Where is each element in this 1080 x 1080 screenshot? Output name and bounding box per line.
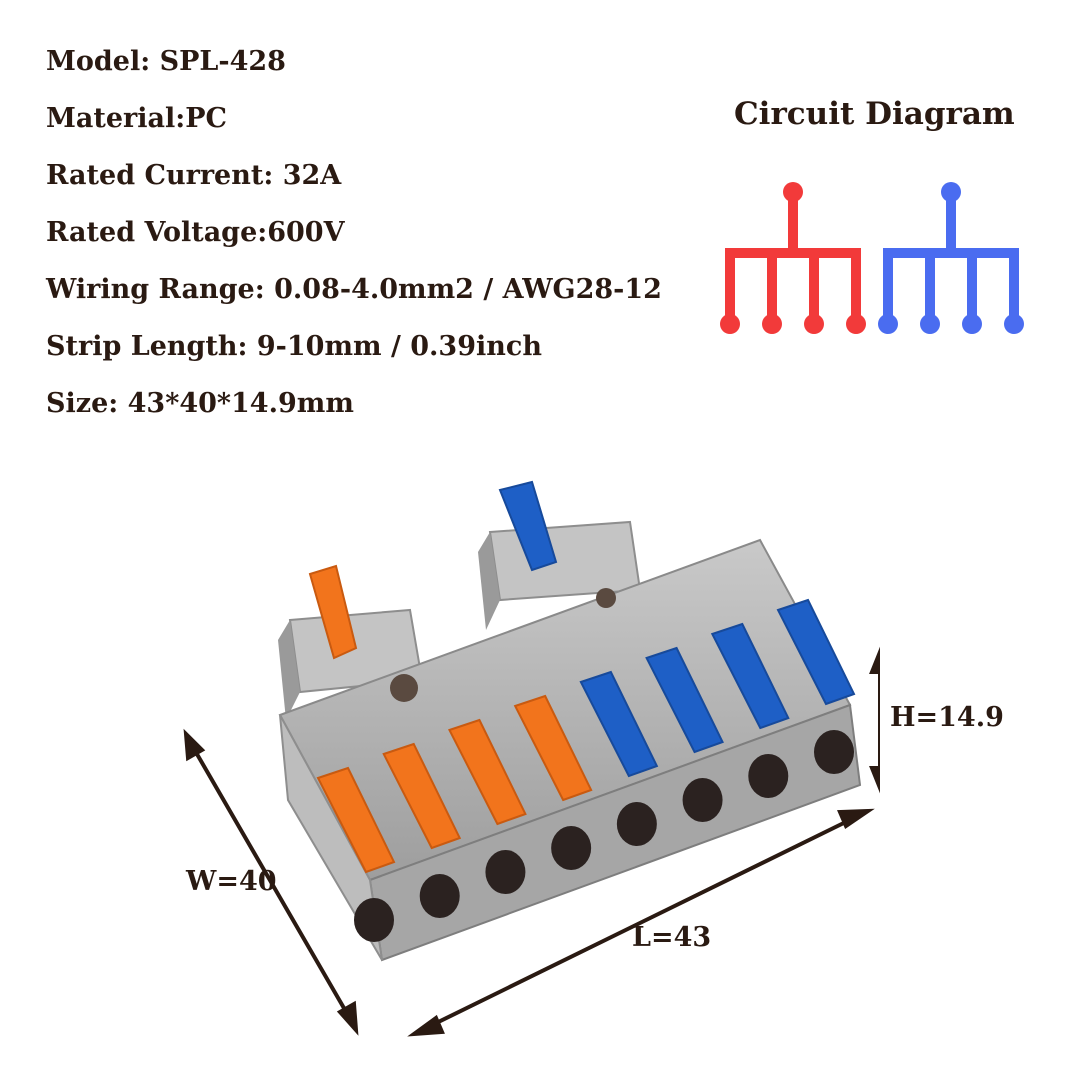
connector-body-side xyxy=(279,714,383,961)
length-dimension-label: L=43 xyxy=(632,922,712,953)
circuit-diagram xyxy=(720,182,1024,334)
spec-rated-voltage: Rated Voltage:600V xyxy=(46,217,345,248)
circuit-output-node xyxy=(962,314,982,334)
output-lever-orange xyxy=(382,742,462,850)
circuit-input-node xyxy=(941,182,961,202)
mount-hole xyxy=(596,588,616,608)
length-dimension-arrow xyxy=(407,808,875,1037)
output-lever-blue xyxy=(776,598,856,706)
output-lever-orange xyxy=(513,694,593,802)
output-lever-orange xyxy=(316,766,396,874)
circuit-output-node xyxy=(804,314,824,334)
input-housing-orange xyxy=(278,608,424,720)
wire-entry-hole xyxy=(748,754,789,798)
spec-strip-length: Strip Length: 9-10mm / 0.39inch xyxy=(46,331,542,362)
height-dimension-arrow xyxy=(869,646,880,794)
wire-entry-holes xyxy=(354,730,854,942)
width-dimension-label: W=40 xyxy=(186,866,277,897)
wire-entry-hole xyxy=(814,730,854,774)
wire-entry-hole xyxy=(616,802,657,846)
wire-entry-hole xyxy=(419,874,460,918)
red-circuit-branch xyxy=(720,182,866,334)
mount-hole xyxy=(390,674,418,702)
circuit-output-node xyxy=(920,314,940,334)
input-lever-orange xyxy=(308,564,358,660)
spec-rated-current: Rated Current: 32A xyxy=(46,160,342,191)
spec-model: Model: SPL-428 xyxy=(46,46,286,77)
output-levers xyxy=(316,598,856,874)
output-lever-orange xyxy=(448,718,527,826)
output-lever-blue xyxy=(645,646,724,754)
blue-circuit-branch xyxy=(878,182,1024,334)
circuit-output-node xyxy=(878,314,898,334)
spec-size: Size: 43*40*14.9mm xyxy=(46,388,354,419)
height-dimension-label: H=14.9 xyxy=(890,702,1004,733)
circuit-output-node xyxy=(846,314,866,334)
circuit-input-node xyxy=(783,182,803,202)
wire-entry-hole xyxy=(682,778,723,822)
wire-entry-hole xyxy=(551,826,592,870)
wire-entry-hole xyxy=(354,898,394,942)
width-dimension-arrow xyxy=(183,728,359,1036)
connector-product-illustration xyxy=(183,480,880,1037)
spec-list: Model: SPL-428 Material:PC Rated Current… xyxy=(46,40,662,439)
circuit-diagram-title: Circuit Diagram xyxy=(734,96,1015,132)
spec-material: Material:PC xyxy=(46,103,228,134)
circuit-output-node xyxy=(762,314,782,334)
input-lever-blue xyxy=(498,480,558,572)
output-lever-blue xyxy=(710,622,790,730)
circuit-output-node xyxy=(720,314,740,334)
wire-entry-hole xyxy=(485,850,526,894)
spec-wiring-range: Wiring Range: 0.08-4.0mm2 / AWG28-12 xyxy=(46,274,662,305)
output-lever-blue xyxy=(579,670,659,778)
circuit-output-node xyxy=(1004,314,1024,334)
